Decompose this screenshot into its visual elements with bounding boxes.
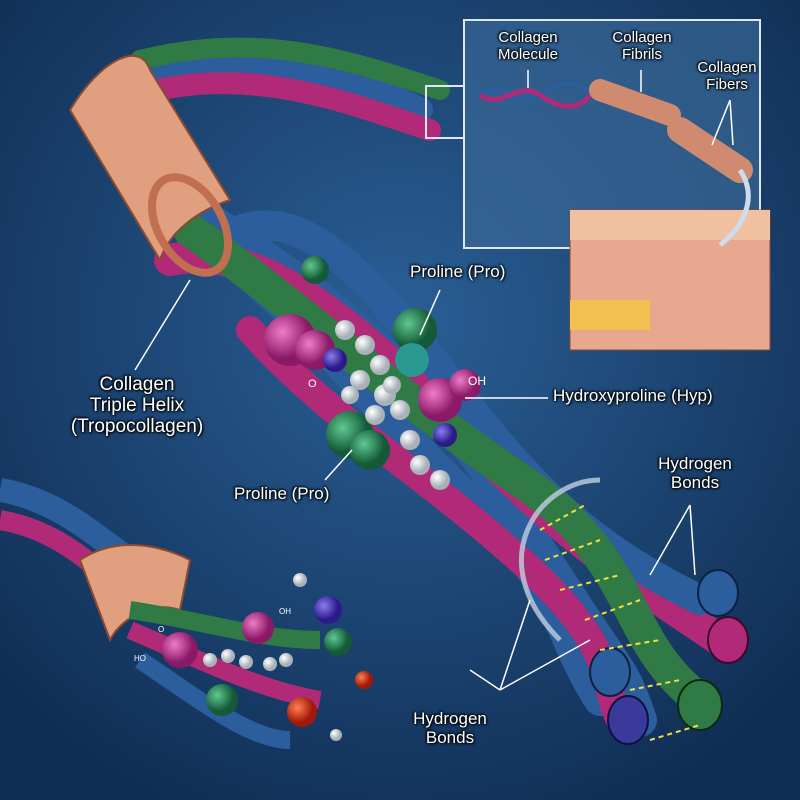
label-hydrogen-bonds-right: Hydrogen Bonds <box>658 454 732 492</box>
triple-helix-line1: Collagen <box>99 374 175 395</box>
triple-helix-strands <box>109 37 736 737</box>
label-proline-bottom: Proline (Pro) <box>234 484 330 503</box>
label-triple-helix: Collagen Triple Helix (Tropocollagen) <box>52 374 222 438</box>
frayed-fiber-end <box>0 478 373 749</box>
chem-oh-small: OH <box>279 607 291 616</box>
amino-acid-atoms <box>264 256 481 490</box>
triple-helix-line3: (Tropocollagen) <box>70 415 204 437</box>
label-collagen-fibers: Collagen Fibers <box>697 59 757 93</box>
hydrogen-bond-lines <box>539 504 701 741</box>
label-collagen-molecule: Collagen Molecule <box>497 29 559 63</box>
fiber-sheath <box>68 54 232 277</box>
chem-oh-main: OH <box>468 374 486 388</box>
label-proline-top: Proline (Pro) <box>410 262 506 281</box>
label-hydroxyproline: Hydroxyproline (Hyp) <box>553 386 713 405</box>
cutaway-ring <box>518 477 601 642</box>
leader-lines <box>134 70 734 691</box>
triple-helix-line2: Triple Helix <box>89 394 185 416</box>
label-collagen-fibrils: Collagen Fibrils <box>612 29 672 63</box>
chem-ho-small: HO <box>134 654 146 663</box>
inset-panel <box>425 19 771 351</box>
chem-o-small: O <box>158 625 165 634</box>
strand-ends <box>589 569 749 745</box>
chem-o-main: O <box>308 378 317 390</box>
label-hydrogen-bonds-bottom: Hydrogen Bonds <box>413 709 487 747</box>
